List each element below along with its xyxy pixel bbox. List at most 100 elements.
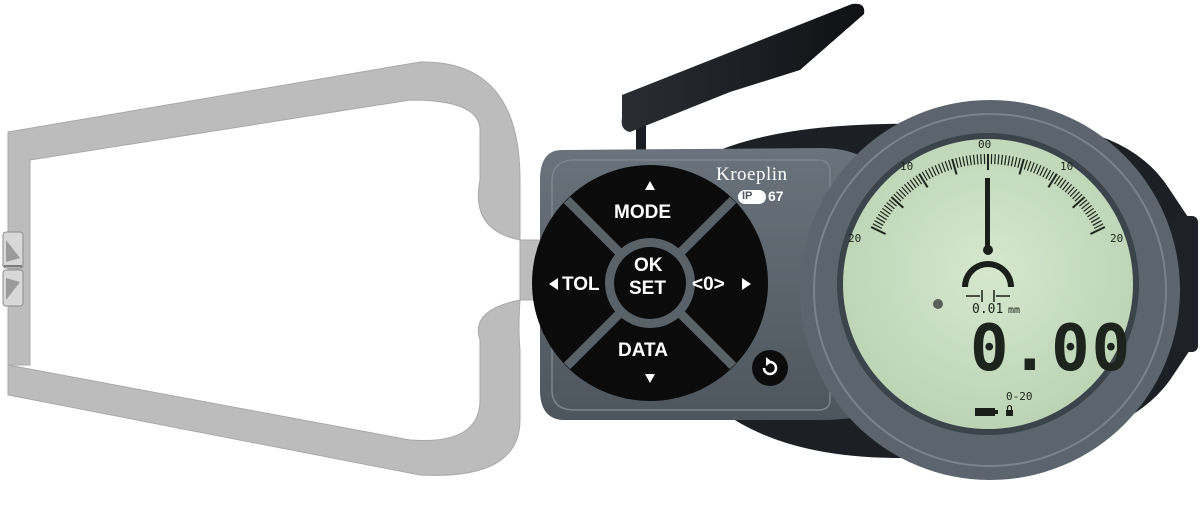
ip-rating-prefix: IP	[742, 190, 753, 202]
scale-tick	[1007, 155, 1011, 166]
scale-tick	[1017, 157, 1021, 168]
arrow-left-icon	[549, 278, 558, 290]
range-label: 0-20	[1006, 390, 1033, 403]
scale-tick	[1048, 171, 1055, 181]
unit-label: mm	[1008, 305, 1021, 316]
dial-needle	[985, 178, 990, 250]
scale-tick	[1072, 196, 1086, 209]
tol-label: TOL	[562, 274, 600, 295]
scale-tick	[1094, 223, 1104, 229]
scale-label-top: 00	[978, 138, 992, 151]
scale-tick	[955, 157, 959, 168]
scale-tick	[924, 169, 931, 180]
lock-icon	[1006, 404, 1013, 416]
scale-tick	[1039, 166, 1045, 177]
scale-tick	[1088, 213, 1099, 221]
scale-tick	[884, 204, 893, 212]
arrow-up-icon	[645, 181, 655, 190]
scale-tick	[997, 154, 1000, 165]
scale-tick	[1053, 175, 1061, 185]
scale-tick	[895, 191, 904, 200]
scale-tick	[976, 154, 979, 165]
scale-tick	[921, 171, 928, 181]
scale-label-left-upper: 10	[900, 160, 914, 173]
scale-tick	[893, 193, 902, 202]
ip-badge	[738, 190, 766, 204]
keypad	[532, 165, 768, 401]
scale-tick	[1056, 177, 1064, 187]
scale-tick	[903, 184, 912, 193]
scale-tick	[886, 202, 895, 210]
scale-tick	[1074, 193, 1083, 202]
scale-label-right-lower: 20	[1110, 232, 1124, 245]
status-dot	[933, 299, 943, 309]
scale-tick	[969, 155, 972, 166]
scale-tick	[879, 210, 889, 218]
scale-tick	[1085, 207, 1095, 215]
data-label: DATA	[618, 340, 668, 361]
scale-tick	[901, 186, 909, 195]
scale-tick	[980, 154, 982, 165]
scale-tick	[1023, 159, 1028, 170]
ok-label: OK	[634, 255, 663, 276]
scale-tick	[1062, 181, 1070, 191]
scale-tick	[944, 161, 950, 171]
arrow-down-icon	[645, 374, 655, 383]
scale-tick	[877, 213, 888, 221]
scale-label-right-upper: 10	[1060, 160, 1074, 173]
scale-tick	[937, 163, 943, 174]
scale-tick	[1072, 191, 1081, 200]
scale-tick	[1090, 226, 1106, 235]
scale-tick	[1033, 163, 1039, 174]
scale-tick	[1083, 204, 1092, 212]
scale-tick	[934, 164, 940, 175]
scale-tick	[1078, 199, 1088, 207]
scale-tick	[948, 159, 953, 170]
ok-set-button[interactable]: OK SET	[620, 253, 680, 313]
brand-logo: Kroeplin	[716, 164, 788, 185]
dial-scale-ticks	[870, 154, 1106, 235]
scale-tick	[1030, 162, 1035, 173]
scale-tick	[994, 154, 996, 165]
scale-tick	[898, 188, 907, 197]
scale-tick	[1042, 168, 1048, 178]
scale-tick	[1045, 169, 1052, 180]
scale-tick	[1087, 210, 1097, 218]
arrow-right-icon	[742, 278, 751, 290]
scale-tick	[1059, 179, 1067, 189]
data-button[interactable]: DATA	[605, 335, 695, 371]
scale-tick	[1004, 155, 1007, 166]
scale-tick	[1069, 188, 1078, 197]
scale-tick	[958, 157, 962, 168]
scale-tick	[876, 216, 886, 224]
jaw-indicator-icon	[962, 261, 1014, 287]
scale-tick	[918, 173, 929, 188]
battery-icon	[975, 408, 998, 416]
scale-tick	[972, 154, 976, 165]
scale-tick	[915, 175, 923, 185]
scale-tick	[1081, 202, 1090, 210]
scale-tick	[928, 168, 934, 178]
scale-tick	[890, 196, 904, 209]
scale-tick	[906, 181, 914, 191]
mode-button[interactable]: MODE	[600, 190, 700, 230]
lcd-screen	[837, 133, 1139, 435]
scale-tick	[1090, 216, 1100, 224]
scale-tick	[1026, 161, 1032, 171]
scale-tick	[870, 226, 886, 235]
measurement-reading: 0.00	[970, 312, 1133, 386]
scale-tick	[951, 158, 958, 175]
reset-button[interactable]	[752, 350, 788, 386]
lift-lever	[621, 3, 865, 158]
tol-button[interactable]: TOL	[556, 265, 616, 305]
scale-label-left-lower: 20	[848, 232, 862, 245]
zero-button[interactable]: <0>	[690, 265, 740, 305]
scale-tick	[881, 207, 891, 215]
scale-tick	[1064, 184, 1073, 193]
scale-tick	[1014, 157, 1018, 168]
scale-tick	[965, 155, 969, 166]
scale-tick	[874, 220, 884, 226]
refresh-icon	[762, 360, 778, 376]
scale-tick	[1092, 220, 1102, 226]
